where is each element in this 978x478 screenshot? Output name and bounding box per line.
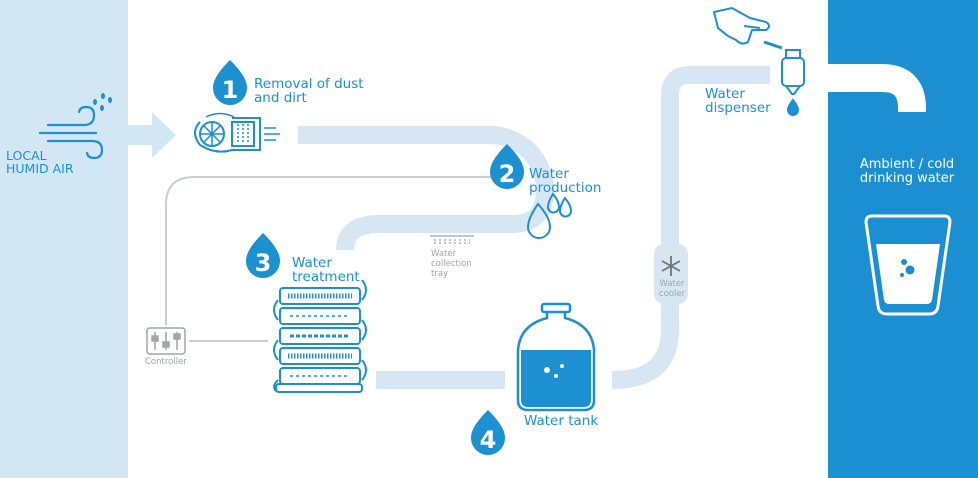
step-2-number: 2 <box>499 160 516 188</box>
step-1-label: Removal of dust and dirt <box>254 76 364 107</box>
humid-air-label: LOCAL HUMID AIR <box>6 149 74 175</box>
outlet-pipe <box>820 64 926 112</box>
control-wiring <box>165 176 505 342</box>
dispenser-label-line2: dispenser <box>705 100 771 117</box>
drinking-water-label: Ambient / cold drinking water <box>836 158 978 185</box>
cooler-label-line1: Water <box>659 279 685 289</box>
step-1-label-line2: and dirt <box>254 90 307 107</box>
fan-filter-icon <box>194 112 280 153</box>
controller-icon <box>146 327 186 355</box>
step-3-drop <box>246 233 280 278</box>
air-inlet-arrow <box>118 112 176 158</box>
dispenser-label: Water dispenser <box>705 86 771 117</box>
controller-label: Controller <box>145 357 187 367</box>
step-4-label: Water tank <box>524 414 598 428</box>
tray-label: Water collection tray <box>431 249 472 279</box>
water-pipe <box>298 66 770 389</box>
wind-icon <box>38 93 112 160</box>
step-2-label-line2: production <box>529 180 602 197</box>
step-1-number: 1 <box>222 76 239 104</box>
hand-icon <box>712 6 770 45</box>
tray-label-line3: tray <box>431 268 449 279</box>
filter-stack-icon <box>273 279 367 393</box>
step-4-label-line1: Water tank <box>524 413 599 429</box>
water-tank-icon <box>516 302 596 412</box>
step-3-label-line1: Water <box>292 255 332 271</box>
step-3-label-line2: treatment <box>292 269 360 286</box>
step-3-label: Water treatment <box>292 255 360 286</box>
dispenser-label-line1: Water <box>705 86 745 102</box>
drinking-glass-icon <box>864 214 952 316</box>
step-2-label: Water production <box>529 166 602 197</box>
drinking-water-label-line2: drinking water <box>859 170 955 186</box>
tray-label-line1: Water <box>431 249 457 259</box>
droplets-icon <box>526 192 573 239</box>
humid-air-label-line2: HUMID AIR <box>6 161 74 177</box>
step-4-drop <box>471 410 505 455</box>
drinking-water-label-line1: Ambient / cold <box>859 157 955 172</box>
snowflake-icon <box>661 256 681 276</box>
cooler-label: Water cooler <box>658 279 686 300</box>
humid-air-panel <box>0 0 128 478</box>
humid-air-label-line1: LOCAL <box>6 148 47 163</box>
cooler-label-line2: cooler <box>658 288 686 299</box>
step-1-drop <box>213 60 247 105</box>
step-3-number: 3 <box>255 249 272 277</box>
faucet-icon <box>763 40 805 116</box>
tray-label-line2: collection <box>431 258 472 269</box>
step-4-number: 4 <box>480 426 497 454</box>
step-2-drop <box>490 144 524 189</box>
step-1-label-line1: Removal of dust <box>254 76 364 92</box>
collection-tray-icon <box>430 235 474 244</box>
step-2-label-line1: Water <box>529 166 569 182</box>
